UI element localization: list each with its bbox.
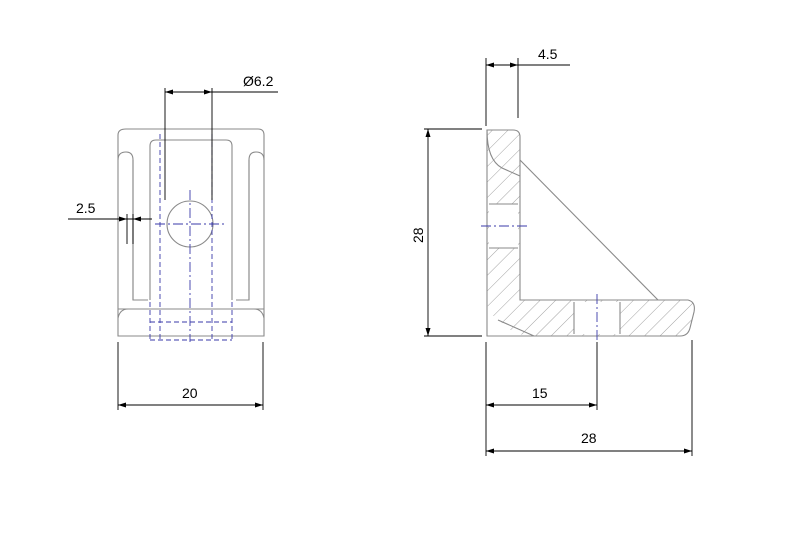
front-view-outline bbox=[117, 128, 265, 337]
front-width-label: 20 bbox=[182, 385, 198, 401]
length-label: 28 bbox=[581, 430, 597, 446]
front-view-plate-right-fillet bbox=[253, 308, 265, 319]
hole-offset-dimension: 15 bbox=[485, 342, 598, 410]
front-view-right-inner-wall bbox=[236, 160, 250, 301]
bottom-inner-edge bbox=[497, 319, 535, 337]
side-view-gusset bbox=[519, 159, 659, 301]
side-view: 4.5 28 15 28 bbox=[410, 46, 695, 456]
hole-offset-label: 15 bbox=[532, 385, 548, 401]
height-label: 28 bbox=[410, 227, 426, 243]
front-width-dimension: 20 bbox=[117, 342, 264, 410]
front-view-left-inner-wall bbox=[132, 160, 148, 301]
hole-diameter-dimension: Ø6.2 bbox=[164, 73, 278, 200]
top-chamfer bbox=[486, 129, 521, 177]
thickness-label: 4.5 bbox=[538, 46, 558, 62]
length-dimension: 28 bbox=[485, 340, 693, 456]
front-view-inner-channel bbox=[149, 139, 233, 300]
front-view-right-slot bbox=[248, 151, 265, 300]
thickness-dimension: 4.5 bbox=[485, 46, 570, 126]
front-view-left-slot bbox=[117, 151, 134, 300]
front-view: Ø6.2 2.5 20 bbox=[68, 73, 278, 410]
height-dimension: 28 bbox=[410, 128, 482, 337]
front-view-plate-left-fillet bbox=[117, 308, 129, 319]
wall-thickness-dimension: 2.5 bbox=[68, 200, 152, 244]
hole-diameter-label: Ø6.2 bbox=[243, 73, 274, 89]
wall-thickness-label: 2.5 bbox=[76, 200, 96, 216]
